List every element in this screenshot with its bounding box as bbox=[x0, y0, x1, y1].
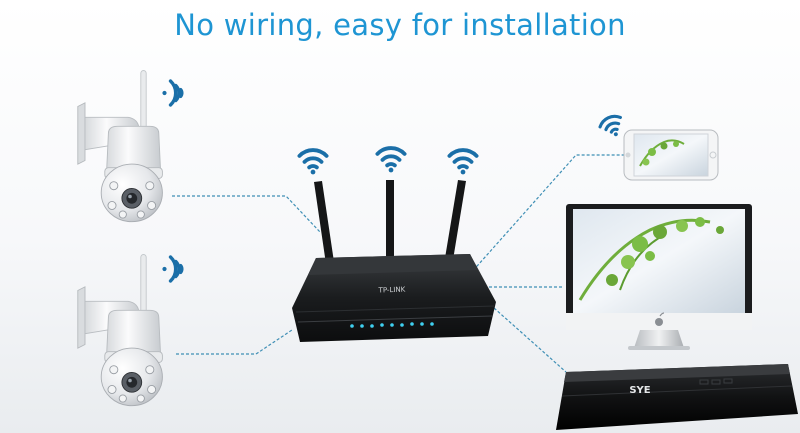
nvr-recorder: SYE bbox=[556, 364, 798, 430]
wifi-signal-icon bbox=[447, 148, 479, 177]
desktop-monitor bbox=[566, 204, 752, 350]
wifi-signal-icon bbox=[160, 79, 184, 107]
ptz-camera-2 bbox=[77, 254, 184, 407]
router-status-leds bbox=[350, 322, 434, 328]
nvr-brand-label: SYE bbox=[629, 385, 650, 396]
link-camera2-router bbox=[176, 329, 293, 355]
connection-lines bbox=[172, 154, 626, 373]
wifi-signal-icon bbox=[596, 111, 629, 143]
apple-logo-icon bbox=[655, 312, 665, 326]
link-camera1-router bbox=[172, 195, 321, 233]
page-title: No wiring, easy for installation bbox=[174, 8, 626, 42]
wifi-signal-icon bbox=[375, 146, 407, 175]
ptz-camera-1 bbox=[77, 70, 184, 223]
wireless-router: TP-LINK bbox=[292, 146, 496, 342]
smartphone bbox=[596, 111, 719, 181]
link-router-phone bbox=[469, 154, 626, 275]
wifi-signal-icon bbox=[160, 255, 184, 283]
wifi-signal-icon bbox=[297, 148, 329, 177]
link-router-nvr bbox=[493, 307, 567, 373]
router-brand-label: TP-LINK bbox=[377, 286, 405, 295]
